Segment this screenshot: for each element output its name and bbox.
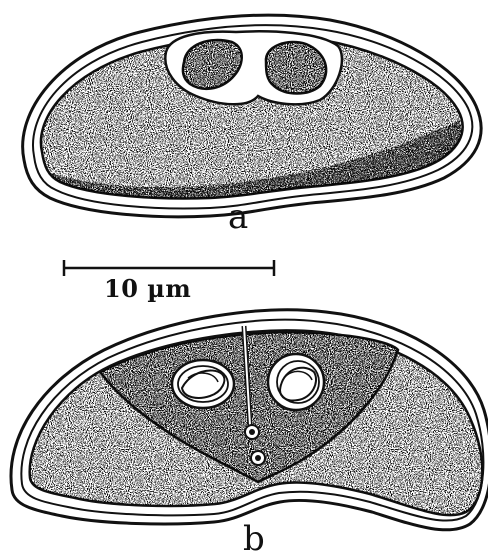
panel-b-granule-lower (251, 451, 265, 465)
panel-a-cell (20, 15, 481, 220)
scale-bar-label: 10 µm (104, 277, 191, 301)
panel-b-granule-upper (245, 425, 259, 439)
panel-b-label: b (243, 522, 265, 556)
panel-b-nucleus-left (172, 360, 234, 408)
panel-a-label: a (228, 200, 248, 234)
panel-b-nucleus-right (268, 354, 324, 410)
panel-b-cell (11, 310, 488, 530)
